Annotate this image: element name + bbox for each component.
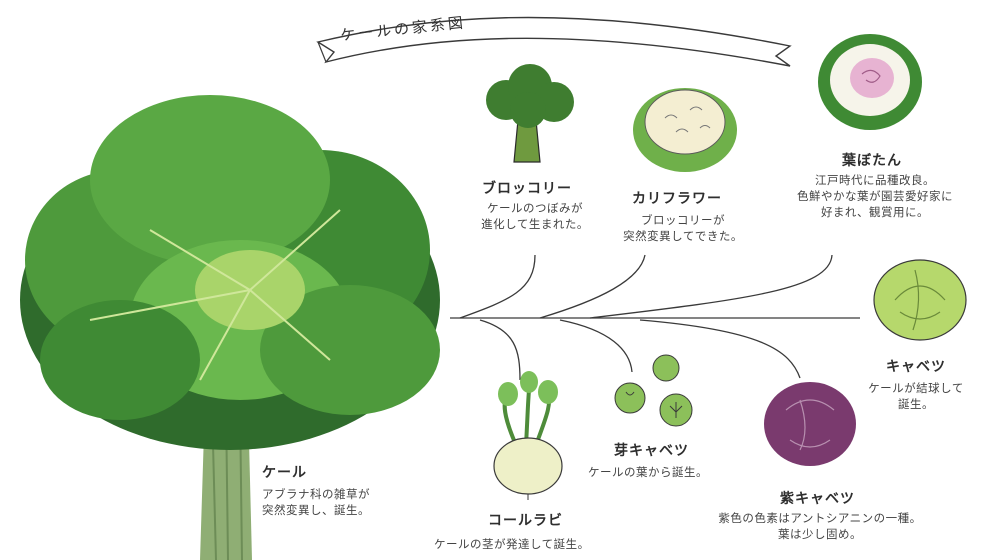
kohlrabi-name: コールラビ [488,513,563,529]
habotan-illustration [818,34,922,130]
habotan-desc-line-2: 色鮮やかな葉が園芸愛好家に [797,189,953,203]
kohlrabi-desc-line-1: ケールの茎が発達して誕生。 [434,537,590,551]
habotan-name: 葉ぼたん [842,153,902,169]
broccoli-desc-line-2: 進化して生まれた。 [481,217,589,231]
title-banner [316,16,792,67]
cauliflower-illustration [633,88,737,172]
cabbage-desc-line-1: ケールが結球して [868,381,964,395]
cauliflower-name: カリフラワー [632,191,722,207]
habotan-desc-line-3: 好まれ、観賞用に。 [820,205,930,219]
cabbage-illustration [873,259,967,341]
kohlrabi-illustration [493,371,563,500]
red-cabbage-name: 紫キャベツ [780,491,855,507]
broccoli-desc-line-1: ケールのつぼみが [487,201,583,215]
cabbage-name: キャベツ [886,359,946,375]
cabbage-desc-line-2: 誕生。 [898,397,934,411]
brussels-sprouts-desc-line-1: ケールの葉から誕生。 [588,465,708,479]
kale-desc-line-1: アブラナ科の雑草が [262,487,370,501]
red-cabbage-illustration [764,382,856,466]
habotan-desc-line-1: 江戸時代に品種改良。 [815,173,935,187]
cauliflower-desc-line-2: 突然変異してできた。 [623,229,743,243]
red-cabbage-desc-line-2: 葉は少し固め。 [778,527,862,541]
kale-illustration [20,95,440,560]
brussels-sprouts-name: 芽キャベツ [614,443,689,459]
branch-lines [450,254,860,381]
broccoli-name: ブロッコリー [482,181,572,197]
cauliflower-desc-line-1: ブロッコリーが [641,213,725,227]
red-cabbage-desc-line-1: 紫色の色素はアントシアニンの一種。 [718,511,922,525]
brussels-sprouts-illustration [614,354,693,427]
broccoli-illustration [486,64,574,163]
kale-name: ケール [262,465,307,481]
kale-desc-line-2: 突然変異し、誕生。 [262,503,370,517]
